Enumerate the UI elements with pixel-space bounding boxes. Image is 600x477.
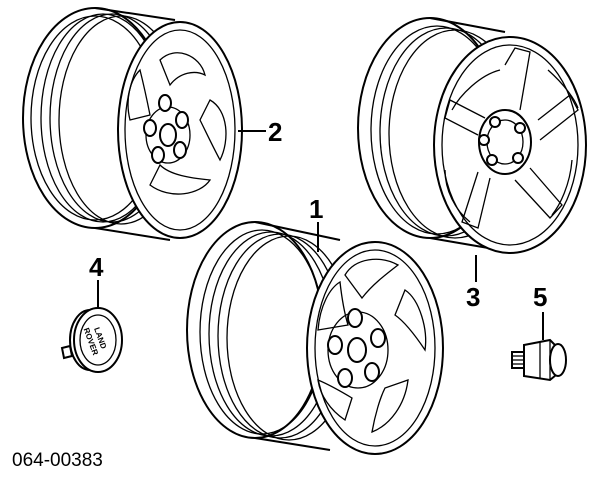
callout-3: 3 xyxy=(466,282,480,312)
callout-4: 4 xyxy=(89,252,104,282)
callout-5: 5 xyxy=(533,282,547,312)
wheel-2 xyxy=(22,7,243,241)
figure-id: 064-00383 xyxy=(12,450,103,471)
wheel-nut xyxy=(511,338,567,382)
wheel-1 xyxy=(186,221,444,455)
wheel-3 xyxy=(357,17,587,254)
callout-2: 2 xyxy=(268,117,282,147)
center-cap: LAND ROVER xyxy=(60,307,123,373)
callout-1: 1 xyxy=(309,194,323,224)
